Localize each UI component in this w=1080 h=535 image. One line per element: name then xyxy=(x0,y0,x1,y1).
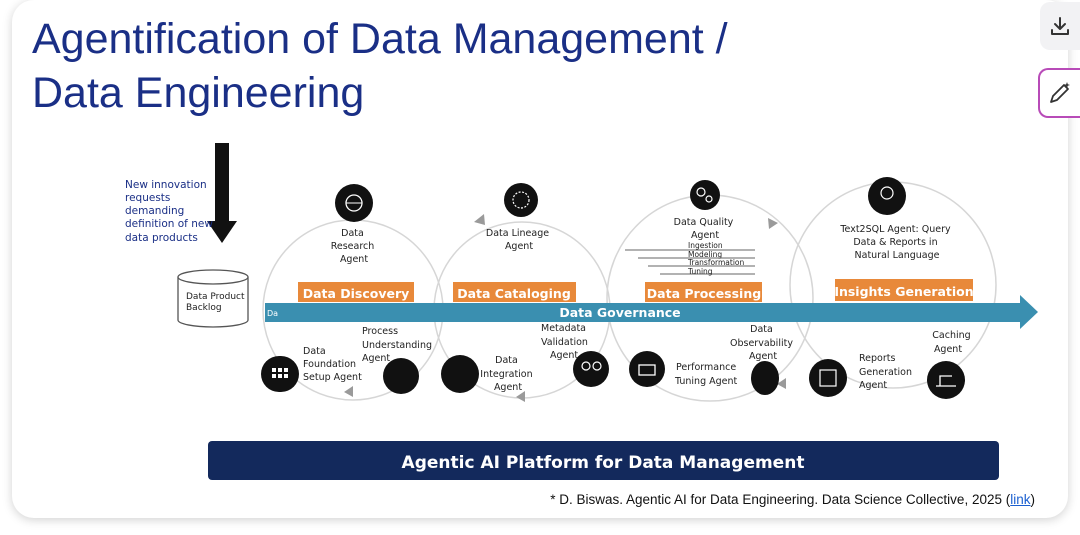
stage-data-discovery: Data Discovery xyxy=(298,282,414,302)
svg-text:Ingestion Modeling Tra: Ingestion Modeling Transformation Tuning xyxy=(687,241,747,276)
svg-text:Data Discovery: Data Discovery xyxy=(303,286,410,301)
footnote-close: ) xyxy=(1030,492,1036,507)
data-integration-agent: Data Integration Agent xyxy=(480,355,535,393)
text2sql-agent: Text2SQL Agent: Query Data & Reports in … xyxy=(839,224,953,261)
data-foundation-setup-agent: Data Foundation Setup Agent xyxy=(303,346,362,383)
stage-insights-generation: Insights Generation xyxy=(834,279,974,301)
text2sql-robot-icon xyxy=(868,177,906,215)
data-quality-agent: Data Quality Agent xyxy=(674,217,737,241)
svg-text:Agentic AI Platform for Data M: Agentic AI Platform for Data Management xyxy=(402,453,805,473)
briefcase-icon xyxy=(629,351,665,387)
download-icon xyxy=(1051,17,1069,35)
cycle-arrow-icon xyxy=(474,214,485,225)
data-research-agent: Data Research Agent xyxy=(331,228,378,265)
process-agent-icon xyxy=(383,358,419,394)
cycle-arrow-icon xyxy=(768,218,778,229)
stage-data-cataloging: Data Cataloging xyxy=(453,282,576,302)
slide-title: Agentification of Data Management / Data… xyxy=(32,12,728,120)
quality-steps xyxy=(625,249,755,275)
governance-label: Data Governance xyxy=(559,305,680,320)
slide-card: Agentification of Data Management / Data… xyxy=(12,0,1068,518)
brain-icon xyxy=(504,183,538,217)
svg-text:Insights Generation: Insights Generation xyxy=(834,284,973,299)
observability-agent-icon xyxy=(751,361,779,395)
cycle-arrow-icon xyxy=(344,386,353,397)
governance-prefix: Da xyxy=(267,309,278,318)
stage-data-processing: Data Processing xyxy=(645,282,762,302)
validation-people-icon xyxy=(573,351,609,387)
data-product-backlog: Data Product Backlog xyxy=(177,269,249,328)
reports-network-icon xyxy=(809,359,847,397)
footnote-text: * D. Biswas. Agentic AI for Data Enginee… xyxy=(550,492,1011,507)
download-button[interactable] xyxy=(1040,2,1080,50)
data-quality-gears-icon xyxy=(690,180,720,210)
innovation-arrow xyxy=(207,143,237,243)
cycle-arrow-icon xyxy=(516,391,525,402)
agentic-ai-platform-bar: Agentic AI Platform for Data Management xyxy=(208,441,999,480)
integration-agent-icon xyxy=(441,355,479,393)
svg-text:Data Product Backlog: Data Product Backlog xyxy=(186,292,247,313)
ai-edit-button[interactable] xyxy=(1038,68,1080,118)
caching-agent: Caching Agent xyxy=(932,330,973,355)
title-line-2: Data Engineering xyxy=(32,69,365,117)
data-observability-agent: Data Observability Agent xyxy=(730,324,796,362)
metadata-validation-agent: Metadata Validation Agent xyxy=(541,323,591,361)
innovation-note: New innovation requests demanding defini… xyxy=(125,179,216,244)
title-line-1: Agentification of Data Management / xyxy=(32,15,728,63)
citation-footnote: * D. Biswas. Agentic AI for Data Enginee… xyxy=(550,492,1035,507)
svg-text:Data Cataloging: Data Cataloging xyxy=(457,286,571,301)
data-lineage-agent: Data Lineage Agent xyxy=(486,228,552,252)
svg-text:Data Processing: Data Processing xyxy=(647,286,761,301)
cycle-arrow-icon xyxy=(777,378,786,389)
footnote-link[interactable]: link xyxy=(1010,492,1031,507)
data-governance-arrow: Da Data Governance xyxy=(265,295,1038,329)
performance-tuning-agent: Performance Tuning Agent xyxy=(674,362,739,387)
reports-generation-agent: Reports Generation Agent xyxy=(859,353,915,391)
caching-desk-icon xyxy=(927,361,965,399)
process-understanding-agent: Process Understanding Agent xyxy=(362,326,435,364)
ai-edit-icon xyxy=(1050,82,1070,103)
